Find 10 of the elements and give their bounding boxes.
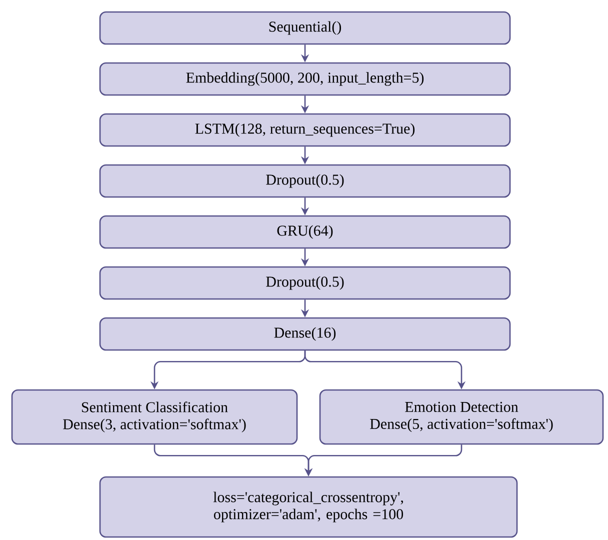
layer-box: Dropout(0.5)	[99, 266, 511, 300]
layer-box: LSTM(128, return_sequences=True)	[99, 113, 511, 147]
layer-box: GRU(64)	[99, 215, 511, 249]
layer-box: Sentiment Classification Dense(3, activation='softmax')	[11, 389, 298, 445]
layer-box: Embedding(5000, 200, input_length=5)	[99, 62, 511, 96]
layer-box: loss='categorical_crossentropy', optimizer='adam', epochs =100	[99, 476, 518, 538]
layer-box: Emotion Detection Dense(5, activation='softmax')	[319, 389, 604, 445]
layer-box: Dense(16)	[99, 317, 511, 351]
layer-box: Dropout(0.5)	[99, 164, 511, 198]
layer-box: Sequential()	[99, 11, 511, 45]
